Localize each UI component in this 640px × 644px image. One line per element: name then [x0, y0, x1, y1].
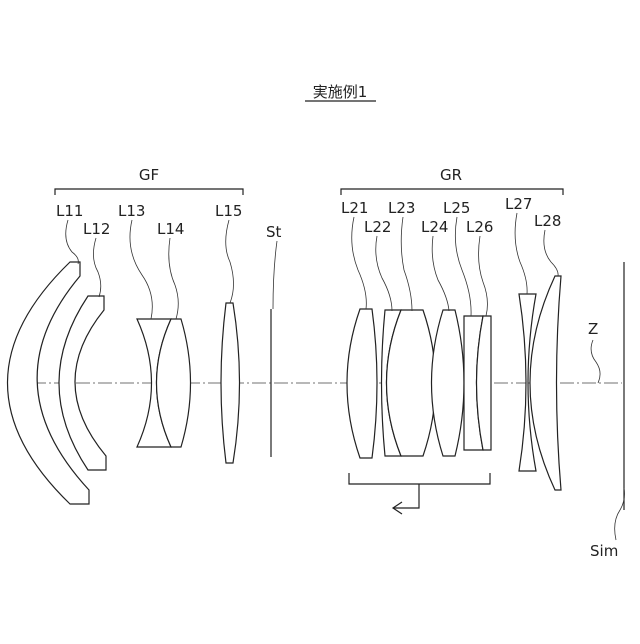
stop-label: St: [266, 223, 282, 241]
axis-label: Z: [588, 320, 598, 338]
leader-l24: [432, 236, 449, 311]
front-group-bracket: [55, 189, 243, 195]
leader-l22: [376, 236, 392, 311]
image-plane-label: Sim: [590, 542, 618, 560]
lens-label-l27: L27: [505, 195, 532, 213]
lens-l24: [432, 310, 465, 456]
leader-axis: [591, 340, 600, 383]
leader-l13: [130, 220, 152, 319]
front-group-label: GF: [139, 166, 159, 184]
lens-label-l12: L12: [83, 220, 110, 238]
lens-label-l23: L23: [388, 199, 415, 217]
lens-label-l24: L24: [421, 218, 448, 236]
focus-arrow-stem: [393, 484, 419, 508]
leader-sim: [615, 488, 625, 540]
lens-label-l13: L13: [118, 202, 145, 220]
lens-label-l14: L14: [157, 220, 184, 238]
leader-l23: [401, 217, 412, 311]
lens-label-l11: L11: [56, 202, 83, 220]
lens-label-l28: L28: [534, 212, 561, 230]
lens-label-l15: L15: [215, 202, 242, 220]
lens-label-l25: L25: [443, 199, 470, 217]
lens-l28: [530, 276, 561, 490]
lens-label-l21: L21: [341, 199, 368, 217]
leader-l26: [479, 236, 488, 316]
lens-l15: [221, 303, 240, 463]
lens-label-l22: L22: [364, 218, 391, 236]
rear-group-label: GR: [440, 166, 462, 184]
lens-label-l26: L26: [466, 218, 493, 236]
lens-l21: [347, 309, 377, 458]
leader-l15: [226, 220, 234, 303]
focus-group-bracket: [349, 473, 490, 484]
leader-stop: [273, 241, 277, 309]
leader-l14: [169, 238, 179, 319]
lens-l23: [387, 310, 436, 456]
leader-l28: [544, 230, 558, 276]
leader-l27: [515, 213, 527, 294]
leader-l11: [66, 220, 79, 264]
diagram-title: 実施例1: [313, 83, 368, 101]
leader-l12: [93, 238, 100, 297]
